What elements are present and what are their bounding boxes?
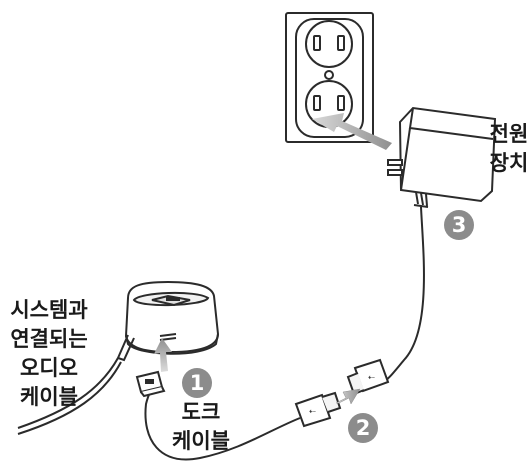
dock-cable-label: 도크 케이블 bbox=[160, 398, 242, 456]
power-cable bbox=[381, 206, 425, 384]
usb-plug-dock-cable: ⇠ bbox=[294, 391, 342, 428]
audio-cable-label: 시스템과 연결되는 오디오 케이블 bbox=[0, 296, 98, 412]
wall-outlet bbox=[285, 12, 374, 143]
dock-cable-label-line-2: 케이블 bbox=[172, 429, 230, 453]
audio-cable-label-line-1: 시스템과 bbox=[10, 298, 88, 322]
svg-text:⇠: ⇠ bbox=[368, 373, 375, 382]
usb-connector-adapter: ⇠ bbox=[346, 358, 390, 396]
dock-cable bbox=[144, 389, 301, 461]
plug-in-arrow-dock bbox=[154, 338, 172, 372]
step-1-badge: 1 bbox=[182, 368, 212, 398]
dock bbox=[124, 280, 220, 355]
step-2-badge: 2 bbox=[348, 413, 378, 443]
svg-text:⇠: ⇠ bbox=[309, 407, 316, 416]
power-adapter bbox=[387, 106, 497, 208]
power-adapter-label-line-1: 전원 bbox=[489, 122, 529, 146]
audio-cable-label-line-2: 연결되는 bbox=[10, 327, 88, 351]
dock-cable-label-line-1: 도크 bbox=[181, 400, 221, 424]
dock-connector bbox=[135, 370, 166, 398]
audio-cable bbox=[17, 334, 135, 435]
plug-in-arrow-usb bbox=[335, 388, 361, 405]
power-adapter-label: 전원 장치 bbox=[484, 120, 532, 178]
step-3-badge: 3 bbox=[444, 210, 474, 240]
plug-in-arrow-outlet bbox=[312, 113, 392, 150]
audio-cable-label-line-4: 케이블 bbox=[20, 385, 78, 409]
power-adapter-label-line-2: 장치 bbox=[489, 151, 529, 175]
audio-cable-label-line-3: 오디오 bbox=[20, 356, 78, 380]
